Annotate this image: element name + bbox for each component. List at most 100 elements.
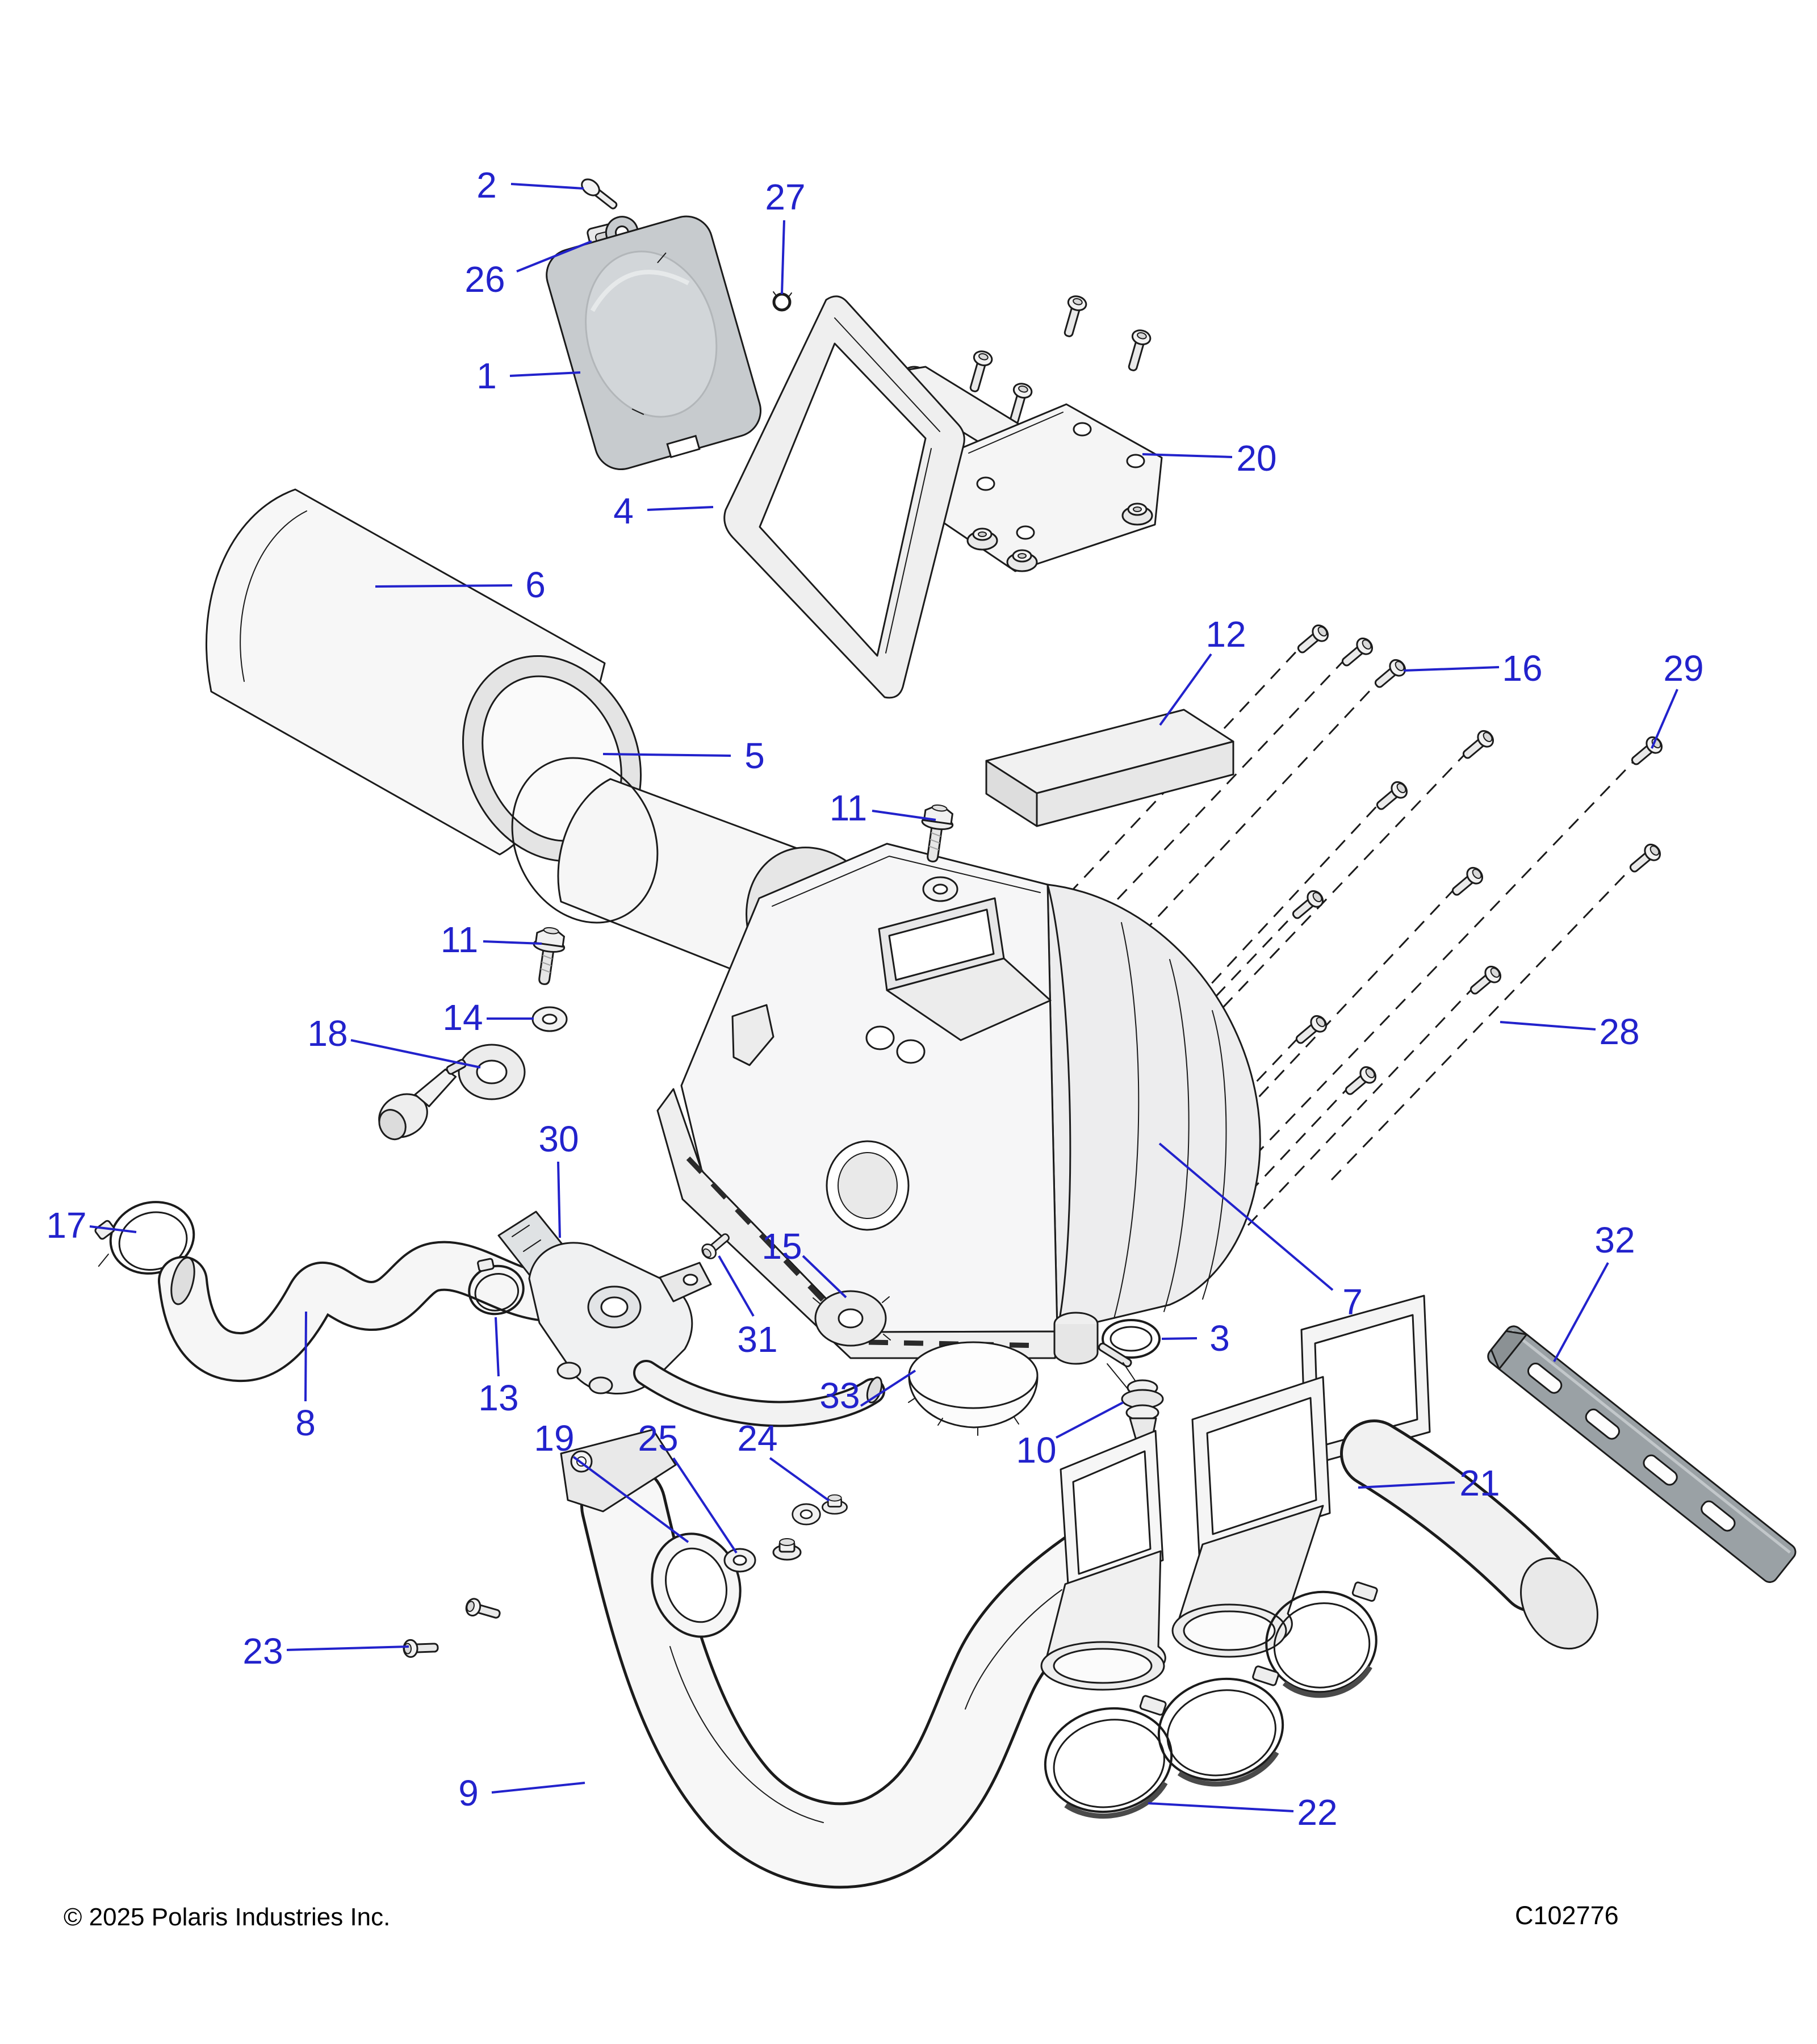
- duct-clamps-22: [1044, 1581, 1378, 1819]
- callout-label-27: 27: [765, 177, 805, 217]
- washer-25b: [792, 1503, 821, 1526]
- callout-label-1: 1: [476, 355, 497, 396]
- leader-line: [718, 1255, 755, 1317]
- callout-label-28: 28: [1599, 1011, 1639, 1052]
- leader-line: [89, 1225, 137, 1233]
- screw-icon: [1625, 840, 1664, 878]
- washer-25a: [723, 1548, 756, 1573]
- support-strap-32: [1487, 1325, 1797, 1584]
- screw-icon: [1447, 864, 1487, 901]
- leader-line: [572, 1456, 689, 1543]
- foam-seal-12: [985, 709, 1234, 827]
- leader-line: [483, 940, 542, 945]
- washer-11a: [922, 876, 958, 902]
- leader-line: [509, 371, 581, 377]
- callout-label-25: 25: [638, 1418, 678, 1459]
- leader-line: [491, 1782, 585, 1794]
- screw-icon: [1458, 727, 1497, 764]
- leader-line: [1148, 1802, 1294, 1812]
- breather-fitting-18: [378, 1044, 526, 1141]
- screw-icon: [1372, 778, 1411, 815]
- mount-bracket-20: [898, 293, 1163, 572]
- callout-label-8: 8: [295, 1402, 316, 1443]
- screw-icon: [1341, 1063, 1380, 1100]
- callout-label-29: 29: [1663, 648, 1703, 689]
- leader-line: [1056, 1401, 1124, 1439]
- leader-line: [1159, 653, 1212, 726]
- callout-label-12: 12: [1205, 614, 1246, 655]
- leader-line: [769, 1457, 830, 1502]
- callout-label-10: 10: [1016, 1430, 1056, 1471]
- leader-line: [1651, 689, 1678, 749]
- callout-label-17: 17: [46, 1205, 86, 1246]
- callout-label-4: 4: [613, 491, 634, 531]
- callout-label-9: 9: [458, 1773, 479, 1813]
- leader-line: [602, 753, 731, 757]
- leader-line: [1161, 1337, 1198, 1340]
- callout-label-23: 23: [242, 1631, 283, 1672]
- callout-label-30: 30: [538, 1119, 579, 1159]
- leader-line: [1142, 453, 1233, 458]
- callout-label-26: 26: [464, 259, 505, 300]
- clamp-13: [468, 1258, 525, 1316]
- callout-label-31: 31: [737, 1319, 777, 1360]
- leader-line: [672, 1457, 738, 1554]
- screw-icon: [1293, 621, 1332, 659]
- leader-line: [350, 1039, 481, 1069]
- callout-label-19: 19: [534, 1418, 574, 1459]
- leader-line: [516, 240, 592, 273]
- callout-label-33: 33: [819, 1375, 860, 1416]
- nut-24a: [772, 1538, 802, 1561]
- e-clip-27: [772, 291, 792, 312]
- leader-line: [495, 1317, 500, 1377]
- washer-14: [531, 1006, 568, 1032]
- hose-8: [158, 1241, 585, 1382]
- bolt-11b: [527, 924, 568, 987]
- cover-seal-4: [723, 295, 965, 699]
- callout-label-24: 24: [737, 1418, 777, 1459]
- purge-valve-30: [497, 1211, 885, 1427]
- screw-31: [698, 1229, 734, 1262]
- leader-line: [872, 810, 936, 821]
- screw-icon: [1337, 634, 1376, 672]
- callout-label-2: 2: [476, 165, 497, 206]
- snorkel-ducts-21: [1040, 1295, 1598, 1691]
- callout-label-32: 32: [1594, 1220, 1635, 1260]
- airbox-7: [656, 843, 1261, 1365]
- leader-line: [860, 1369, 916, 1407]
- callout-label-11: 11: [830, 788, 867, 828]
- duct-seal-19: [651, 1532, 742, 1638]
- callout-label-16: 16: [1502, 648, 1542, 689]
- leader-line: [1403, 666, 1500, 672]
- callout-label-22: 22: [1297, 1792, 1337, 1833]
- callout-label-11: 11: [441, 919, 478, 960]
- diagram-code: C102776: [1515, 1901, 1619, 1930]
- copyright-text: © 2025 Polaris Industries Inc.: [64, 1903, 391, 1931]
- grommet-15: [813, 1290, 891, 1347]
- callout-label-15: 15: [761, 1226, 802, 1267]
- cap-33: [908, 1341, 1039, 1436]
- screw-icon: [1466, 962, 1505, 1000]
- leader-line: [781, 220, 785, 295]
- callout-label-14: 14: [442, 997, 483, 1038]
- leader-line: [375, 584, 513, 588]
- callout-label-20: 20: [1236, 438, 1276, 479]
- leader-line: [1553, 1262, 1609, 1362]
- callout-label-18: 18: [307, 1013, 348, 1054]
- leader-line: [304, 1311, 307, 1402]
- drain-valve-10: [1098, 1342, 1164, 1451]
- screw-icon: [1370, 656, 1409, 693]
- leader-line: [647, 506, 714, 511]
- callout-label-21: 21: [1459, 1463, 1500, 1503]
- leader-line: [802, 1255, 847, 1299]
- screw-23a: [402, 1638, 439, 1658]
- leader-line: [510, 183, 584, 190]
- screw-icon: [1288, 887, 1327, 924]
- leader-line: [557, 1161, 561, 1238]
- o-ring-3: [1102, 1319, 1161, 1359]
- screw-23b: [463, 1596, 503, 1624]
- leader-line: [1358, 1481, 1455, 1489]
